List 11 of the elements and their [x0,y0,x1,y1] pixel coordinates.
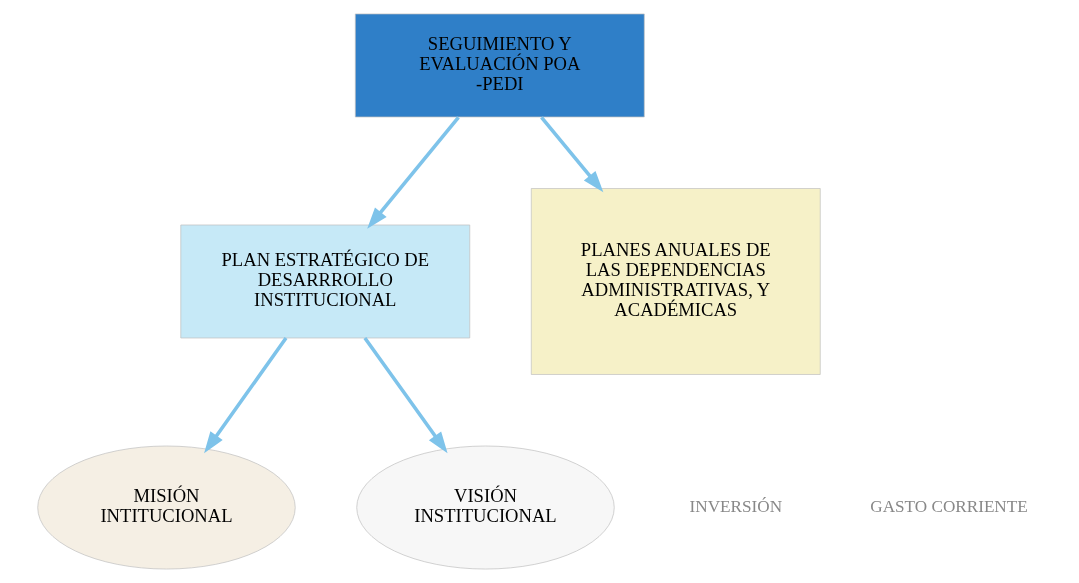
arrow [363,337,448,454]
arrow [540,116,604,193]
node-box: PLANES ANUALES DE LAS DEPENDENCIAS ADMINISTRATIVAS, Y ACADÉMICAS [530,188,821,375]
arrow [204,337,288,454]
node-box: SEGUIMIENTO Y EVALUACIÓN POA -PEDI [354,13,645,118]
node-ellipse: VISIÓN INSTITUCIONAL [356,445,615,570]
node-ellipse: MISIÓN INTITUCIONAL [37,445,296,570]
label: INVERSIÓN [689,496,783,516]
arrow [367,116,460,229]
node-box: PLAN ESTRATÉGICO DE DESARRROLLO INSTITUCIONAL [180,224,471,339]
label: GASTO CORRIENTE [870,496,1028,516]
